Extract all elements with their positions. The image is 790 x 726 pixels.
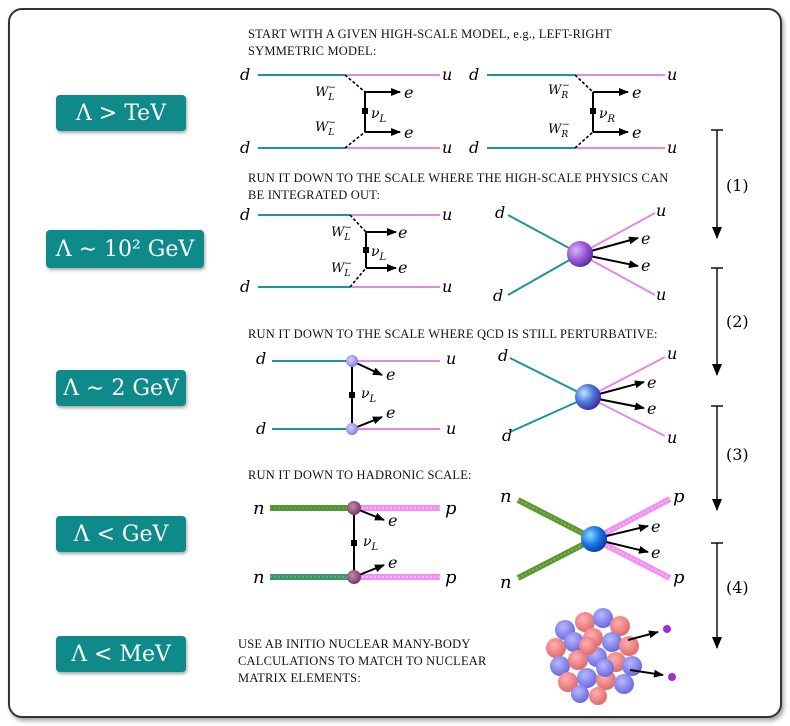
- label-p: p: [445, 567, 457, 588]
- label-d: d: [240, 205, 250, 224]
- label-e: e: [398, 258, 407, 277]
- label-d: d: [495, 203, 505, 222]
- label-w-boson: WL−: [315, 118, 336, 138]
- label-u: u: [667, 138, 677, 157]
- step5-line3: MATRIX ELEMENTS:: [238, 671, 361, 685]
- label-e: e: [651, 543, 660, 562]
- diagram-hadronic-contact: [516, 496, 672, 581]
- step1-text: START WITH A GIVEN HIGH-SCALE MODEL, e.g…: [248, 26, 612, 60]
- diagram-contact-vertex: [509, 356, 666, 437]
- flow-arrow-1: [711, 129, 723, 239]
- diagram-hadronic-exchange: [270, 501, 440, 584]
- label-e: e: [632, 123, 641, 142]
- label-d: d: [502, 426, 512, 445]
- diagram-neutrino-exchange: [272, 355, 440, 435]
- step2-line2: BE INTEGRATED OUT:: [248, 188, 381, 202]
- step2-line1: RUN IT DOWN TO THE SCALE WHERE THE HIGH-…: [248, 171, 669, 185]
- label-e: e: [386, 365, 395, 384]
- scale-box-100gev: Λ ∼ 10² GeV: [46, 230, 204, 268]
- step5-text: USE AB INITIO NUCLEAR MANY-BODY CALCULAT…: [238, 636, 487, 687]
- scale-box-2gev: Λ ∼ 2 GeV: [56, 370, 186, 406]
- label-u: u: [446, 349, 456, 368]
- label-neutrino: νL: [371, 244, 387, 263]
- label-p: p: [673, 486, 685, 507]
- label-neutrino: νL: [361, 386, 377, 405]
- label-u: u: [442, 205, 452, 224]
- label-p: p: [445, 498, 457, 519]
- step4-text: RUN IT DOWN TO HADRONIC SCALE:: [248, 467, 472, 484]
- label-neutrino: νL: [371, 106, 387, 125]
- label-w-boson: WL−: [331, 223, 352, 243]
- flow-arrow-3: [711, 405, 723, 511]
- label-neutrino: νR: [599, 106, 616, 125]
- label-u: u: [446, 419, 456, 438]
- label-u: u: [656, 201, 666, 220]
- label-e: e: [632, 83, 641, 102]
- label-e: e: [404, 83, 413, 102]
- label-u: u: [667, 428, 677, 447]
- label-d: d: [256, 419, 266, 438]
- step1-line2: SYMMETRIC MODEL:: [248, 44, 377, 58]
- label-d: d: [493, 286, 503, 305]
- label-u: u: [442, 65, 452, 84]
- step1-line1: START WITH A GIVEN HIGH-SCALE MODEL, e.g…: [248, 27, 612, 41]
- label-e: e: [386, 403, 395, 422]
- label-u: u: [667, 344, 677, 363]
- step2-text: RUN IT DOWN TO THE SCALE WHERE THE HIGH-…: [248, 170, 668, 204]
- step4-line1: RUN IT DOWN TO HADRONIC SCALE:: [248, 468, 472, 482]
- diagram-wl-exchange: [258, 214, 440, 288]
- label-e: e: [641, 256, 650, 275]
- label-e: e: [647, 399, 656, 418]
- label-u: u: [442, 138, 452, 157]
- flow-label-1: (1): [726, 176, 749, 195]
- label-e: e: [398, 223, 407, 242]
- label-u: u: [667, 65, 677, 84]
- label-d: d: [240, 138, 250, 157]
- flow-label-2: (2): [726, 312, 749, 331]
- diagram-wl-exchange: [258, 74, 440, 149]
- label-d: d: [240, 65, 250, 84]
- label-n: n: [253, 498, 265, 519]
- label-d: d: [469, 138, 479, 157]
- nucleus-illustration: [546, 608, 676, 705]
- scale-box-gev: Λ < GeV: [56, 516, 186, 552]
- label-w-boson: WR−: [548, 120, 570, 140]
- flow-arrow-2: [711, 267, 723, 376]
- label-e: e: [404, 123, 413, 142]
- label-e: e: [388, 511, 397, 530]
- label-e: e: [651, 517, 660, 536]
- step5-line2: CALCULATIONS TO MATCH TO NUCLEAR: [238, 654, 487, 668]
- flow-label-3: (3): [726, 445, 749, 464]
- label-neutrino: νL: [363, 534, 379, 553]
- step3-line1: RUN IT DOWN TO THE SCALE WHERE QCD IS ST…: [248, 327, 658, 341]
- label-e: e: [388, 553, 397, 572]
- diagram-contact-vertex: [507, 212, 656, 296]
- label-d: d: [240, 277, 250, 296]
- label-w-boson: WL−: [315, 83, 336, 103]
- label-p: p: [673, 567, 685, 588]
- flow-arrow-4: [711, 542, 723, 649]
- label-u: u: [656, 285, 666, 304]
- label-d: d: [256, 349, 266, 368]
- label-n: n: [500, 486, 512, 507]
- label-n: n: [500, 572, 512, 593]
- label-d: d: [469, 65, 479, 84]
- label-e: e: [641, 229, 650, 248]
- label-n: n: [253, 567, 265, 588]
- label-u: u: [442, 277, 452, 296]
- label-w-boson: WR−: [548, 81, 570, 101]
- diagram-wr-exchange: [487, 74, 665, 149]
- flow-label-4: (4): [726, 578, 749, 597]
- label-e: e: [647, 373, 656, 392]
- step5-line1: USE AB INITIO NUCLEAR MANY-BODY: [238, 637, 471, 651]
- scale-box-mev: Λ < MeV: [56, 636, 186, 672]
- label-w-boson: WL−: [331, 259, 352, 279]
- scale-box-tev: Λ > TeV: [56, 95, 186, 131]
- step3-text: RUN IT DOWN TO THE SCALE WHERE QCD IS ST…: [248, 326, 658, 343]
- label-d: d: [498, 346, 508, 365]
